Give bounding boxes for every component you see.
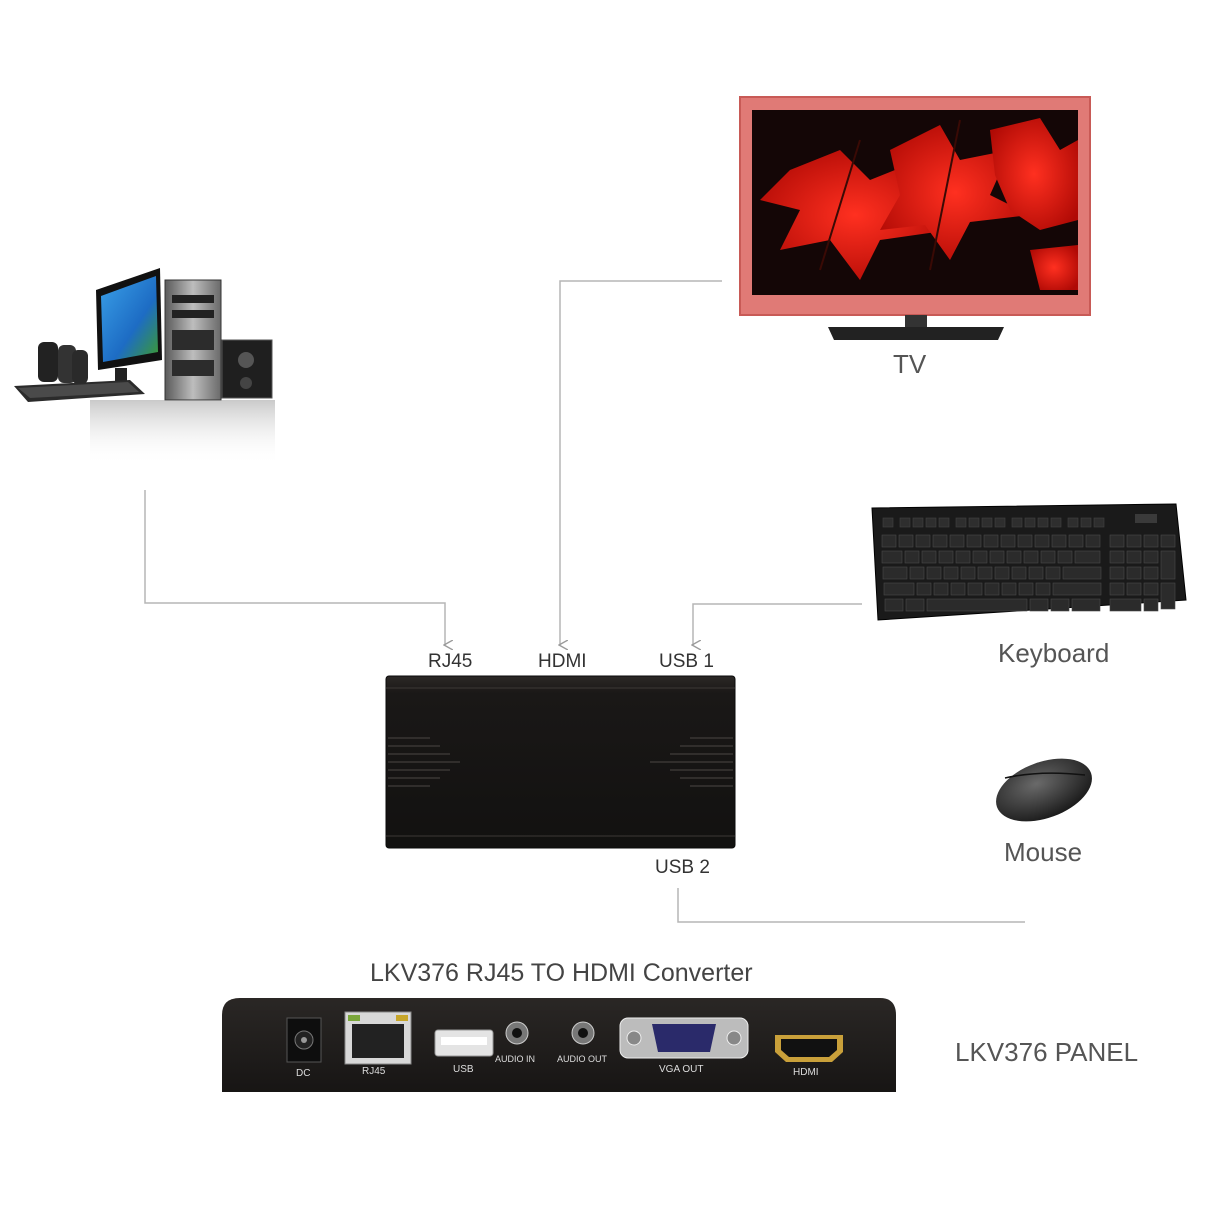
usb2-cable-line [677, 888, 1025, 923]
panel-hdmi-label: HDMI [793, 1067, 819, 1078]
panel-audio-in-label: AUDIO IN [495, 1054, 536, 1064]
panel-rj45-label: RJ45 [362, 1066, 386, 1077]
panel-dc-label: DC [296, 1068, 311, 1079]
panel-audio-out-label: AUDIO OUT [557, 1054, 608, 1064]
tv-label: TV [893, 349, 927, 379]
panel-vga-out-label: VGA OUT [659, 1064, 704, 1075]
usb2-port-label: USB 2 [655, 857, 710, 878]
usb1-cable-line [693, 603, 862, 645]
usb1-port-label: USB 1 [659, 651, 714, 672]
panel-label: LKV376 PANEL [955, 1037, 1139, 1067]
keyboard-label: Keyboard [998, 638, 1110, 668]
mouse-label: Mouse [1004, 837, 1083, 867]
rj45-port-label: RJ45 [428, 651, 473, 672]
hdmi-cable-line [560, 280, 722, 645]
converter-title: LKV376 RJ45 TO HDMI Converter [370, 959, 753, 987]
rj45-cable-line [144, 490, 445, 645]
panel-usb-label: USB [453, 1064, 474, 1075]
hdmi-port-label: HDMI [538, 651, 587, 672]
